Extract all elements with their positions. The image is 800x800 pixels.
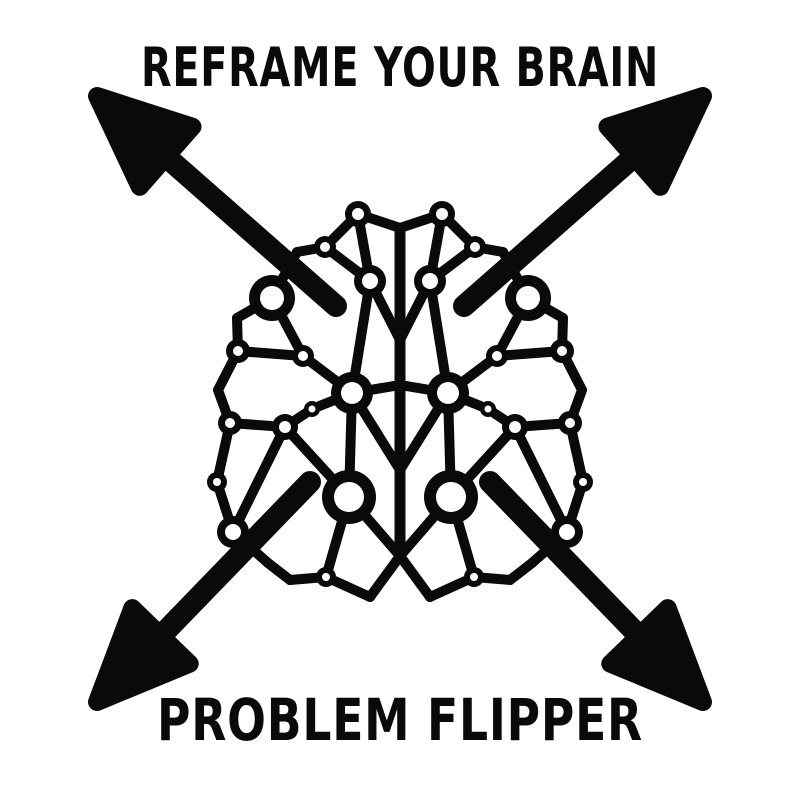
arrow-top-right-shaft: [453, 130, 663, 317]
brain-node-hole: [225, 418, 235, 428]
brain-node-hole: [352, 208, 364, 220]
arrow-top-left-shaft: [137, 130, 347, 317]
brain-edge: [395, 551, 435, 602]
brain-node-hole: [516, 286, 540, 310]
arrow-top-right: [453, 87, 712, 317]
brain-node-hole: [484, 405, 492, 413]
brain-node-hole: [422, 273, 438, 289]
brain-node-hole: [565, 418, 575, 428]
arrow-top-left-head: [88, 87, 202, 196]
brain-node-hole: [557, 346, 567, 356]
brain-edge: [228, 422, 290, 537]
brain-node-hole: [437, 382, 459, 404]
title-top: REFRAME YOUR BRAIN: [141, 36, 659, 99]
brain-node-hole: [362, 273, 378, 289]
brain-node-hole: [308, 405, 316, 413]
brain-node-hole: [470, 573, 478, 581]
brain-node-hole: [320, 242, 330, 252]
arrow-bottom-left-head: [88, 599, 199, 711]
arrow-bottom-right-head: [601, 599, 712, 711]
arrow-bottom-left: [88, 471, 321, 711]
brain-node-hole: [213, 478, 221, 486]
brain-node-hole: [436, 208, 448, 220]
brain-edge: [510, 422, 572, 537]
title-bottom: PROBLEM FLIPPER: [157, 686, 643, 754]
arrow-bottom-right-shaft: [479, 471, 667, 664]
brain-edge: [365, 551, 405, 602]
brain-node-hole: [279, 421, 291, 433]
brain-node-hole: [341, 382, 363, 404]
brain-node-hole: [260, 286, 284, 310]
brain-node-hole: [436, 482, 466, 512]
brain-node-hole: [225, 524, 241, 540]
brain-node-hole: [233, 346, 243, 356]
arrow-top-left: [88, 87, 347, 317]
brain-node-hole: [579, 478, 587, 486]
brain-node-hole: [334, 482, 364, 512]
brain-node-hole: [509, 421, 521, 433]
brain-node-hole: [470, 242, 480, 252]
brain-node-hole: [559, 524, 575, 540]
brain-edges-layer: [212, 209, 588, 602]
brain-node-hole: [298, 351, 308, 361]
brain-node-hole: [492, 351, 502, 361]
arrow-top-right-head: [598, 87, 712, 196]
arrow-bottom-right: [479, 471, 712, 711]
arrow-bottom-left-shaft: [133, 471, 321, 664]
arrows-layer: [88, 87, 712, 711]
brain-node-hole: [322, 573, 330, 581]
